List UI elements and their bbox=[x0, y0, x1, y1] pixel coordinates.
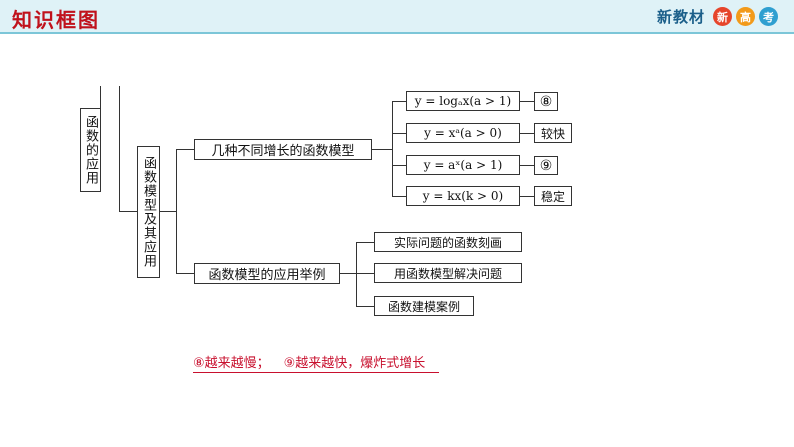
connector bbox=[520, 101, 534, 102]
answer-footnote: ⑧越来越慢； ⑨越来越快，爆炸式增长 bbox=[193, 356, 440, 373]
badge-xin: 新 bbox=[713, 7, 732, 26]
footnote-item-8: ⑧越来越慢； bbox=[193, 356, 270, 371]
root-node: 函数的应用 bbox=[80, 108, 101, 192]
connector bbox=[119, 211, 137, 212]
connector bbox=[392, 165, 406, 166]
connector bbox=[176, 149, 177, 273]
result-exp: ⑨ bbox=[534, 156, 558, 175]
connector bbox=[160, 211, 176, 212]
badge-gao: 高 bbox=[736, 7, 755, 26]
connector bbox=[176, 149, 194, 150]
header-bar: 知识框图 新教材 新 高 考 bbox=[0, 0, 794, 34]
connector bbox=[100, 86, 101, 108]
connector bbox=[392, 101, 406, 102]
connector bbox=[176, 273, 194, 274]
branch-application-examples: 函数模型的应用举例 bbox=[194, 263, 340, 284]
example-real-problem: 实际问题的函数刻画 bbox=[374, 232, 522, 252]
result-linear: 稳定 bbox=[534, 186, 572, 206]
page-title: 知识框图 bbox=[12, 8, 100, 32]
brand-logo: 新教材 新 高 考 bbox=[657, 6, 778, 27]
model-power: y = xᵃ(a > 0) bbox=[406, 123, 520, 143]
brand-text: 新教材 bbox=[656, 8, 705, 26]
connector bbox=[119, 86, 120, 211]
badge-kao: 考 bbox=[759, 7, 778, 26]
result-power: 较快 bbox=[534, 123, 572, 143]
connector bbox=[520, 165, 534, 166]
model-log: y = logₐx(a > 1) bbox=[406, 91, 520, 111]
example-solve-problem: 用函数模型解决问题 bbox=[374, 263, 522, 283]
result-log: ⑧ bbox=[534, 92, 558, 111]
connector bbox=[392, 196, 406, 197]
connector bbox=[520, 133, 534, 134]
level2-node: 函数模型及其应用 bbox=[137, 146, 160, 278]
connector bbox=[356, 242, 374, 243]
connector bbox=[520, 196, 534, 197]
connector bbox=[392, 133, 406, 134]
branch-growth-models: 几种不同增长的函数模型 bbox=[194, 139, 372, 160]
connector bbox=[372, 149, 392, 150]
connector bbox=[356, 306, 374, 307]
connector bbox=[356, 242, 357, 306]
connector bbox=[340, 273, 356, 274]
connector bbox=[392, 101, 393, 196]
model-exp: y = aˣ(a > 1) bbox=[406, 155, 520, 175]
connector bbox=[356, 273, 374, 274]
example-modeling-case: 函数建模案例 bbox=[374, 296, 474, 316]
model-linear: y = kx(k > 0) bbox=[406, 186, 520, 206]
footnote-item-9: ⑨越来越快，爆炸式增长 bbox=[283, 356, 426, 371]
